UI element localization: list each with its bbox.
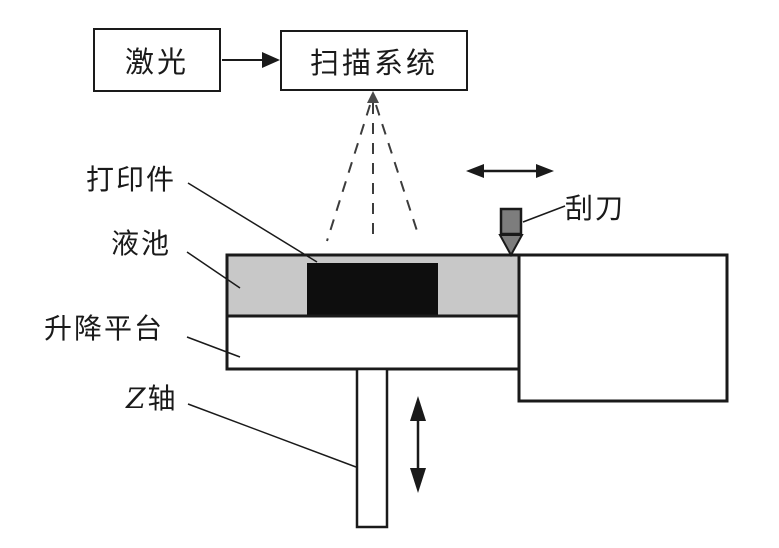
scraper-leader-line: [522, 205, 566, 223]
z-axis-shaft-shape: [355, 367, 389, 529]
z-axis-leader-line: [187, 403, 357, 468]
lift-platform-label: 升降平台: [44, 312, 165, 345]
scraper-blade-shape: [498, 207, 524, 258]
laser-to-scanner-arrow-icon: [222, 52, 280, 68]
laser-box: 激光: [93, 28, 221, 92]
printed-part-label: 打印件: [86, 163, 177, 196]
laser-box-label: 激光: [124, 45, 189, 79]
lift-platform-shape: [225, 314, 521, 371]
right-housing-box-shape: [517, 253, 729, 403]
z-axis-motion-arrow-icon: [410, 396, 426, 493]
printed-part-leader-line: [187, 182, 318, 263]
laser-beam-dashed-lines: [326, 103, 420, 242]
z-axis-label: Z轴: [126, 382, 178, 415]
lift-platform-leader-line: [186, 336, 241, 358]
scanner-box-label: 扫描系统: [309, 45, 438, 80]
scanner-box: 扫描系统: [280, 30, 468, 91]
liquid-pool-label: 液池: [111, 227, 172, 260]
scraper-motion-arrow-icon: [466, 164, 554, 178]
liquid-pool-leader-line: [186, 251, 241, 289]
printed-part-shape: [307, 263, 438, 315]
beam-up-arrow-icon: [367, 91, 379, 103]
scraper-label: 刮刀: [565, 192, 626, 225]
